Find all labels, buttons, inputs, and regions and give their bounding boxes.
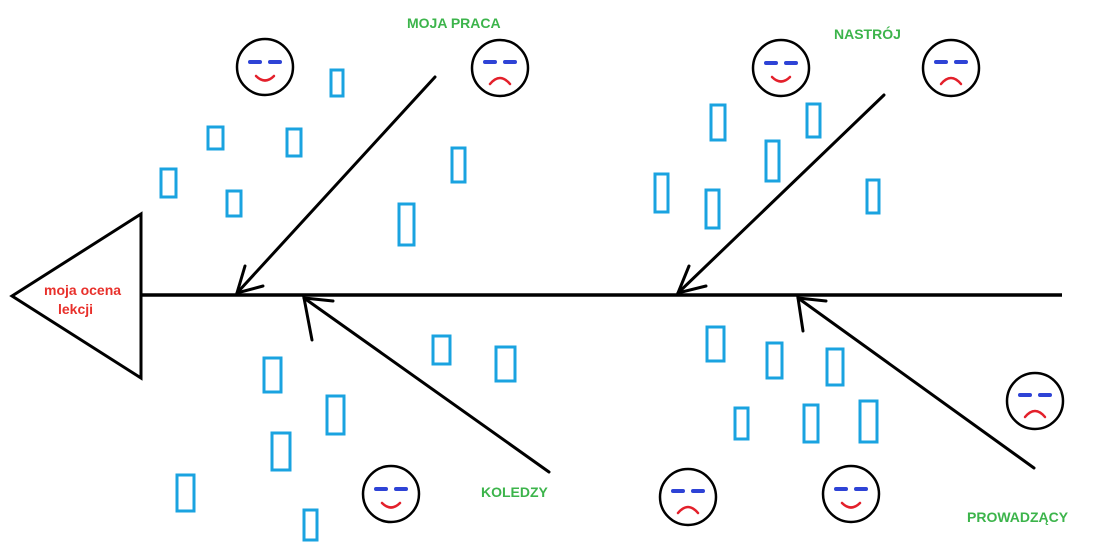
category-label-nastroj: NASTRÓJ — [834, 25, 901, 42]
face-moja-praca-sad — [470, 38, 530, 98]
bone-prowadzacy — [796, 296, 1036, 470]
idea-box — [765, 341, 784, 380]
idea-box — [262, 356, 283, 394]
category-label-prowadzacy: PROWADZĄCY — [967, 509, 1069, 525]
idea-box — [764, 139, 781, 183]
idea-box — [175, 473, 196, 513]
face-moja-praca-happy — [235, 37, 295, 97]
idea-box — [325, 394, 346, 436]
bone-nastroj — [675, 93, 886, 296]
idea-box — [705, 325, 726, 363]
idea-box — [653, 172, 670, 214]
idea-box — [431, 334, 452, 366]
arrowhead — [302, 296, 335, 342]
arrowhead — [796, 296, 828, 333]
idea-box — [225, 189, 243, 218]
face-nastroj-happy — [751, 38, 811, 98]
idea-box — [825, 347, 845, 387]
face-prowadzacy-sad-2 — [1005, 371, 1065, 431]
idea-box — [802, 403, 820, 444]
bone-koledzy — [302, 296, 551, 474]
boxes — [159, 68, 881, 542]
idea-box — [302, 508, 319, 542]
idea-box — [805, 102, 822, 139]
idea-box — [159, 167, 178, 199]
face-nastroj-sad — [921, 38, 981, 98]
category-label-moja-praca: MOJA PRACA — [407, 15, 501, 31]
head-label-line-1: moja ocena — [44, 282, 121, 298]
arrowhead — [234, 264, 265, 296]
idea-box — [450, 146, 467, 184]
idea-box — [397, 202, 416, 247]
idea-box — [270, 431, 292, 472]
idea-box — [206, 125, 225, 151]
head-label-line-2: lekcji — [58, 301, 93, 317]
idea-box — [858, 399, 879, 444]
arrowhead — [675, 264, 708, 296]
category-label-koledzy: KOLEDZY — [481, 484, 549, 500]
idea-box — [494, 345, 517, 383]
face-prowadzacy-happy — [821, 464, 881, 524]
bone-moja-praca — [234, 75, 437, 296]
idea-box — [733, 406, 750, 441]
idea-box — [704, 188, 721, 230]
idea-box — [709, 103, 727, 142]
face-prowadzacy-sad-1 — [658, 467, 718, 527]
idea-box — [865, 178, 881, 215]
face-koledzy-happy — [361, 464, 421, 524]
idea-box — [285, 127, 303, 158]
idea-box — [329, 68, 345, 98]
